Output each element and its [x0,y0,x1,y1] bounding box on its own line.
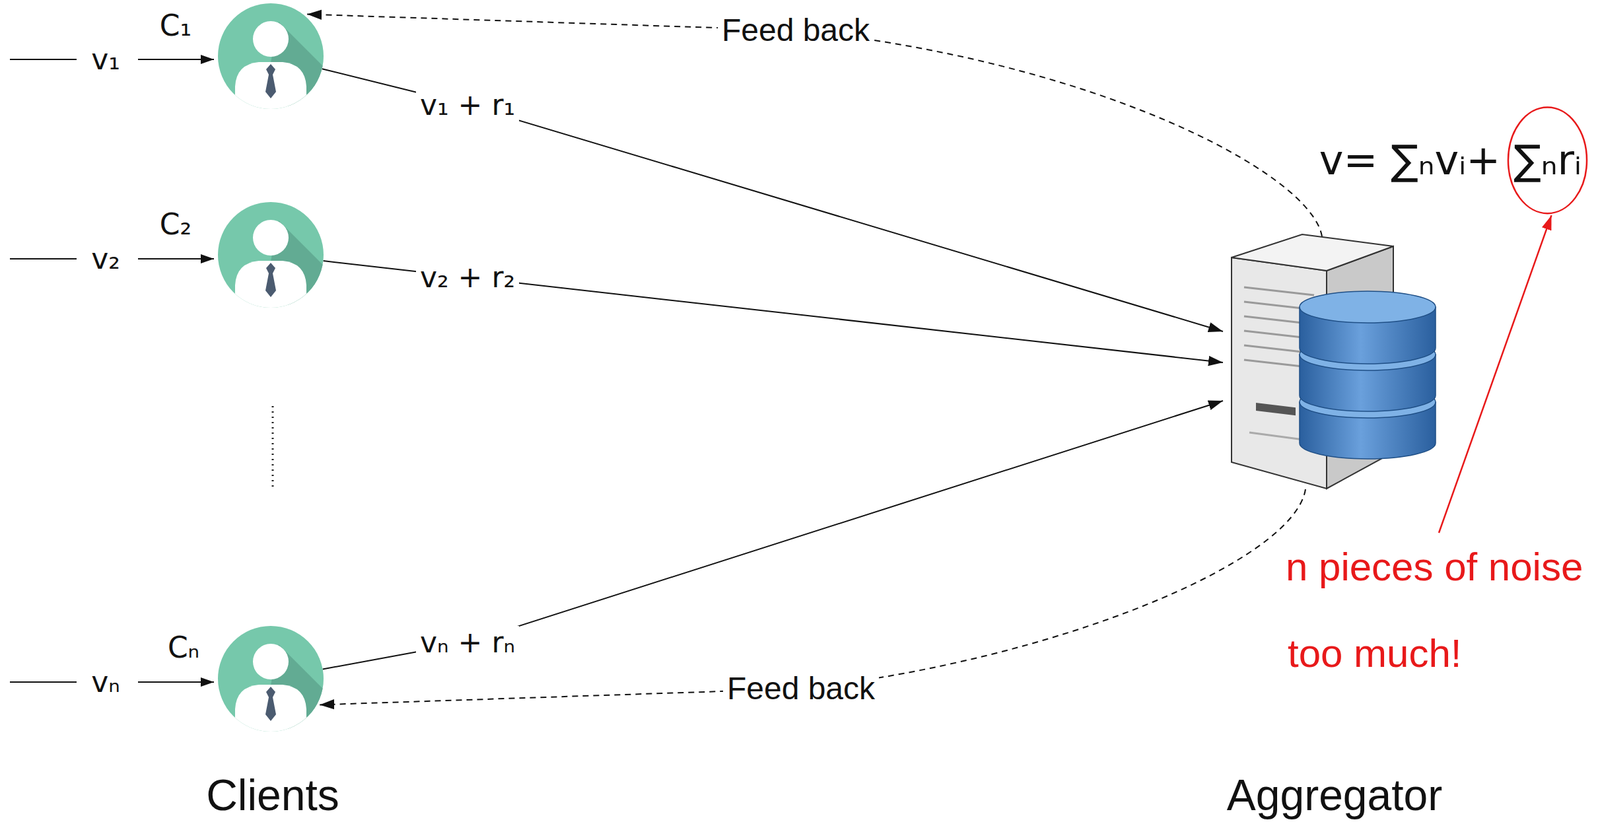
edge-label: Feed back [723,670,879,707]
input-line [9,58,77,61]
server-top [1231,234,1394,271]
input-arrow [138,258,214,260]
input-arrow [138,58,214,61]
client-icon [217,202,324,308]
client-node: Cₙ [217,626,324,732]
aggregator-node: Aggregator [1229,234,1440,492]
group-label: Clients [206,770,340,821]
upload-connector [322,68,1223,332]
annotation-note: n pieces of noise [1285,544,1583,590]
input-label: v₁ [91,42,121,77]
input-arrow [138,681,214,683]
server-drive [1255,402,1296,416]
database-top [1299,291,1436,323]
server-illustration [1229,234,1440,492]
icon-body [235,260,307,310]
icon-tie [265,64,277,99]
edge-label: v₂ + r₂ [416,260,520,295]
input-label: v₂ [91,242,121,277]
client-name: Cₙ [167,631,200,665]
client-node: C₁ [217,3,324,109]
input-line [9,258,77,260]
upload-connector [322,400,1223,669]
edge-label: v₁ + r₁ [416,88,520,123]
edge-label: Feed back [717,11,874,49]
icon-tie [265,686,277,722]
icon-head [252,219,289,256]
icon-head [252,643,289,680]
edge-label: vₙ + rₙ [416,626,520,660]
icon-body [235,62,307,111]
input-line [9,681,77,683]
icon-tie [265,262,277,298]
client-icon [217,3,324,109]
formula: v= ∑ₙvᵢ+ ∑ₙrᵢ [1319,136,1582,184]
client-icon [217,626,324,732]
icon-body [235,684,307,733]
ellipsis-dots [272,406,275,490]
client-name: C₁ [159,9,192,43]
icon-head [252,21,289,57]
server-slot [1244,287,1315,296]
input-label: vₙ [91,665,121,700]
node-title: Aggregator [1226,770,1443,821]
callout-arrow [1438,215,1552,533]
client-node: C₂ [217,202,324,308]
client-name: C₂ [159,208,192,242]
annotation-note: too much! [1287,630,1462,677]
upload-connector [322,260,1223,363]
